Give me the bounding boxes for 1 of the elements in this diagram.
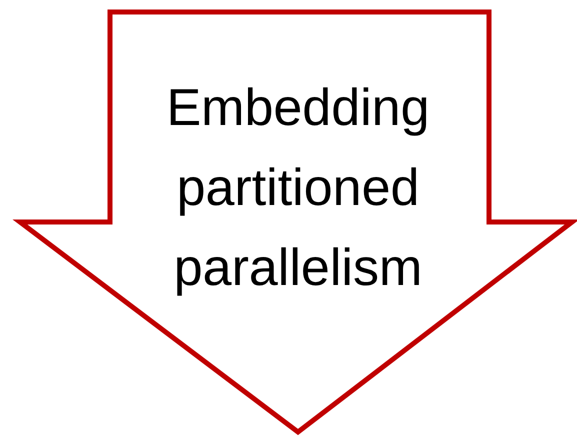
- arrow-text: Embedding partitioned parallelism: [165, 78, 431, 299]
